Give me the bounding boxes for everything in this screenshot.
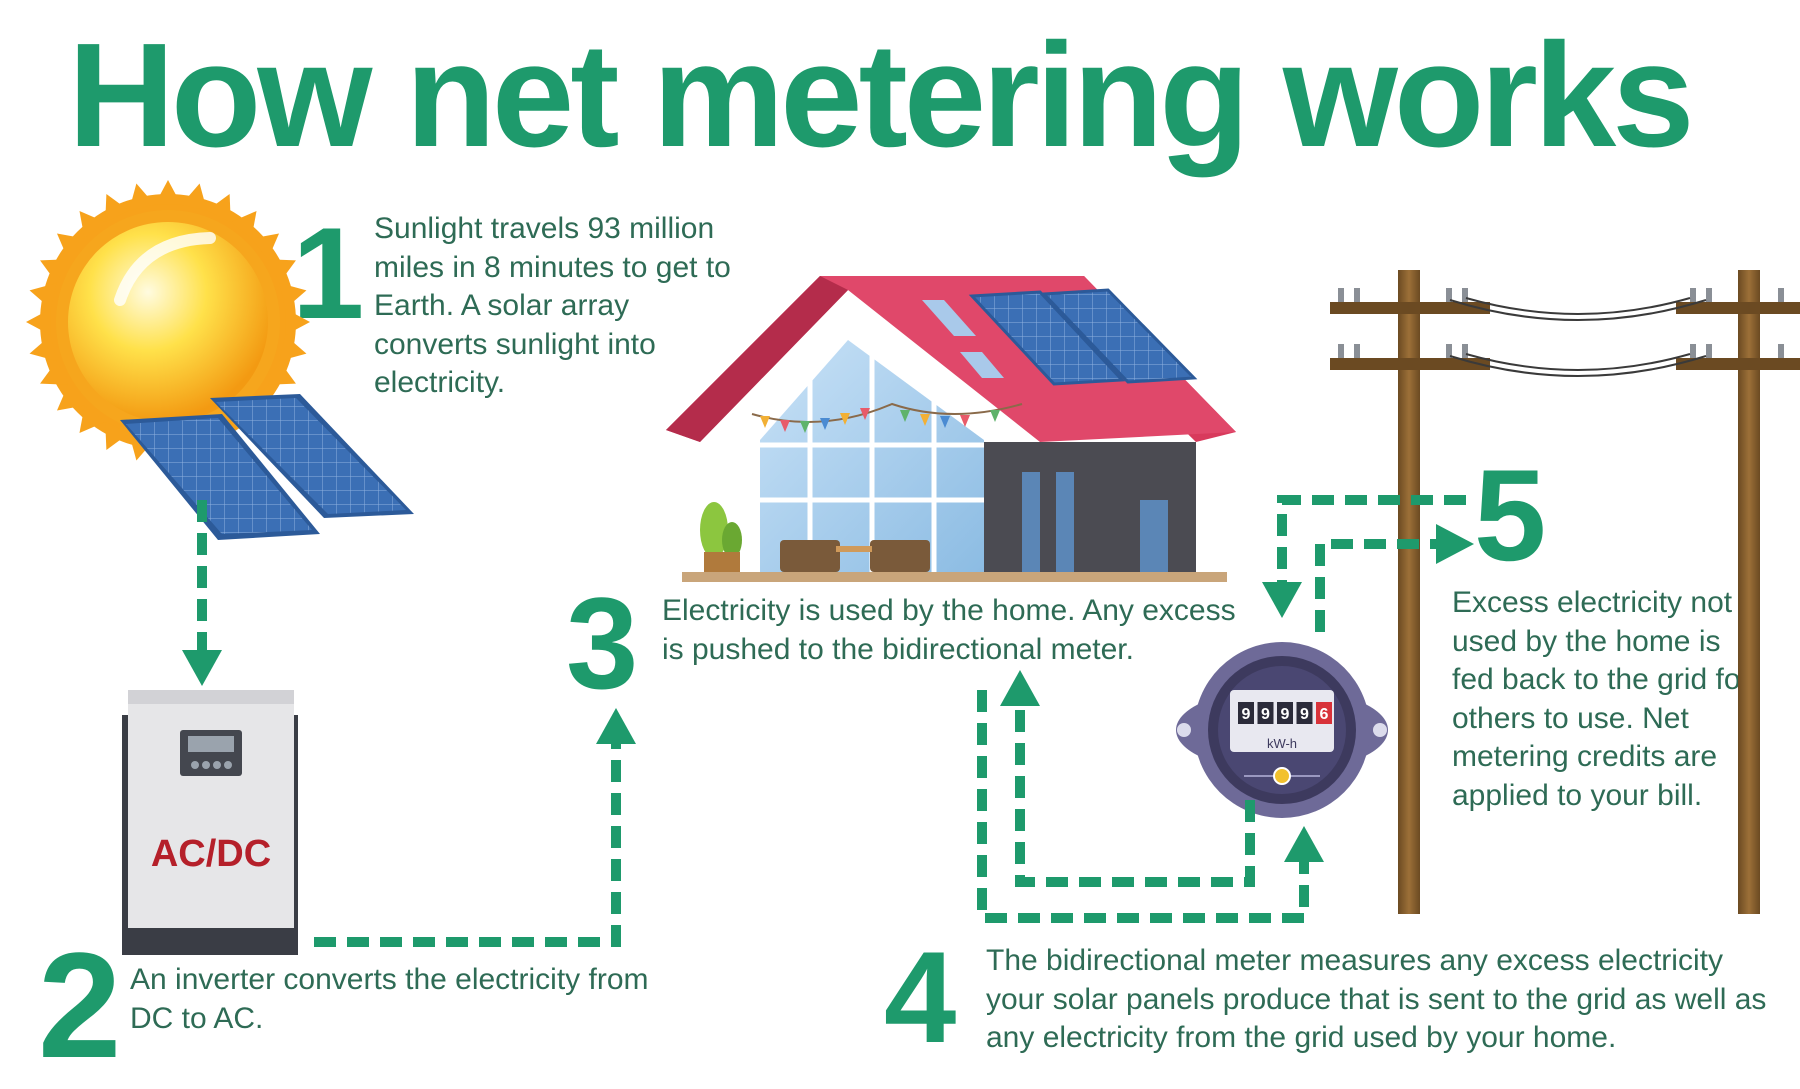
- sun-ray: [267, 259, 296, 284]
- step-3-number: 3: [566, 570, 639, 716]
- arrow-grid-to-meter: [1277, 495, 1466, 592]
- sun-ray: [279, 283, 307, 309]
- meter-digit-box: [1316, 702, 1332, 724]
- arrow-icon: [182, 524, 1474, 862]
- meter-digit-box: [1257, 702, 1274, 724]
- sun-ray: [279, 335, 307, 361]
- sun-ray: [79, 210, 106, 239]
- meter-digit: 9: [1281, 706, 1290, 723]
- meter-digit: 6: [1320, 706, 1329, 723]
- sun-ray: [267, 360, 296, 385]
- step-1-text: Sunlight travels 93 million miles in 8 m…: [374, 212, 731, 399]
- page-title: How net metering works: [68, 13, 1695, 178]
- sun-ray: [56, 233, 85, 260]
- sun-ray: [105, 194, 130, 223]
- sun-ray: [40, 259, 69, 284]
- step-1-number: 1: [292, 200, 365, 346]
- sun-ray: [26, 308, 51, 336]
- meter-digit-box: [1238, 702, 1254, 724]
- solar-panel-icon: [120, 394, 414, 540]
- arrow-meter-to-home: [1015, 700, 1255, 887]
- arrow-home-to-meter: [977, 690, 1309, 923]
- sun-icon: [26, 180, 310, 464]
- step-3-text: Electricity is used by the home. Any exc…: [662, 594, 1236, 666]
- sun-ray: [56, 384, 85, 411]
- step-2-text: An inverter converts the electricity fro…: [130, 963, 649, 1035]
- sun-ray: [79, 405, 106, 434]
- meter-unit: kW-h: [1267, 736, 1297, 751]
- step-5-text: Excess electricity not used by the home …: [1452, 586, 1751, 812]
- sun-ray: [181, 183, 207, 211]
- step-2-number: 2: [38, 921, 122, 1089]
- step-5-number: 5: [1474, 442, 1547, 588]
- meter-digit: 9: [1242, 706, 1251, 723]
- arrow-meter-to-grid: [1315, 539, 1440, 632]
- sun-ray: [251, 233, 280, 260]
- meter-digit-box: [1277, 702, 1293, 724]
- meter-digit: 9: [1261, 706, 1270, 723]
- sun-ray: [40, 360, 69, 385]
- step-4-number: 4: [884, 924, 957, 1070]
- step-4-text: The bidirectional meter measures any exc…: [986, 944, 1767, 1054]
- sun-ray: [29, 283, 57, 309]
- sun-ray: [29, 335, 57, 361]
- sun-ray: [154, 180, 182, 205]
- flow-arrows: [197, 495, 1466, 947]
- utility-pole-icon: [1330, 270, 1800, 914]
- inverter-label: AC/DC: [151, 833, 271, 875]
- sun-ray: [230, 210, 257, 239]
- arrow-inverter-to-home: [314, 740, 621, 947]
- sun-ray: [285, 308, 310, 336]
- sun-ray: [206, 194, 231, 223]
- meter-digit-box: [1296, 702, 1313, 724]
- inverter-icon: AC/DC: [122, 690, 298, 955]
- sun-ray: [129, 183, 155, 211]
- meter-digit: 9: [1300, 706, 1309, 723]
- house-icon: [666, 276, 1236, 582]
- sun-ray: [105, 421, 130, 450]
